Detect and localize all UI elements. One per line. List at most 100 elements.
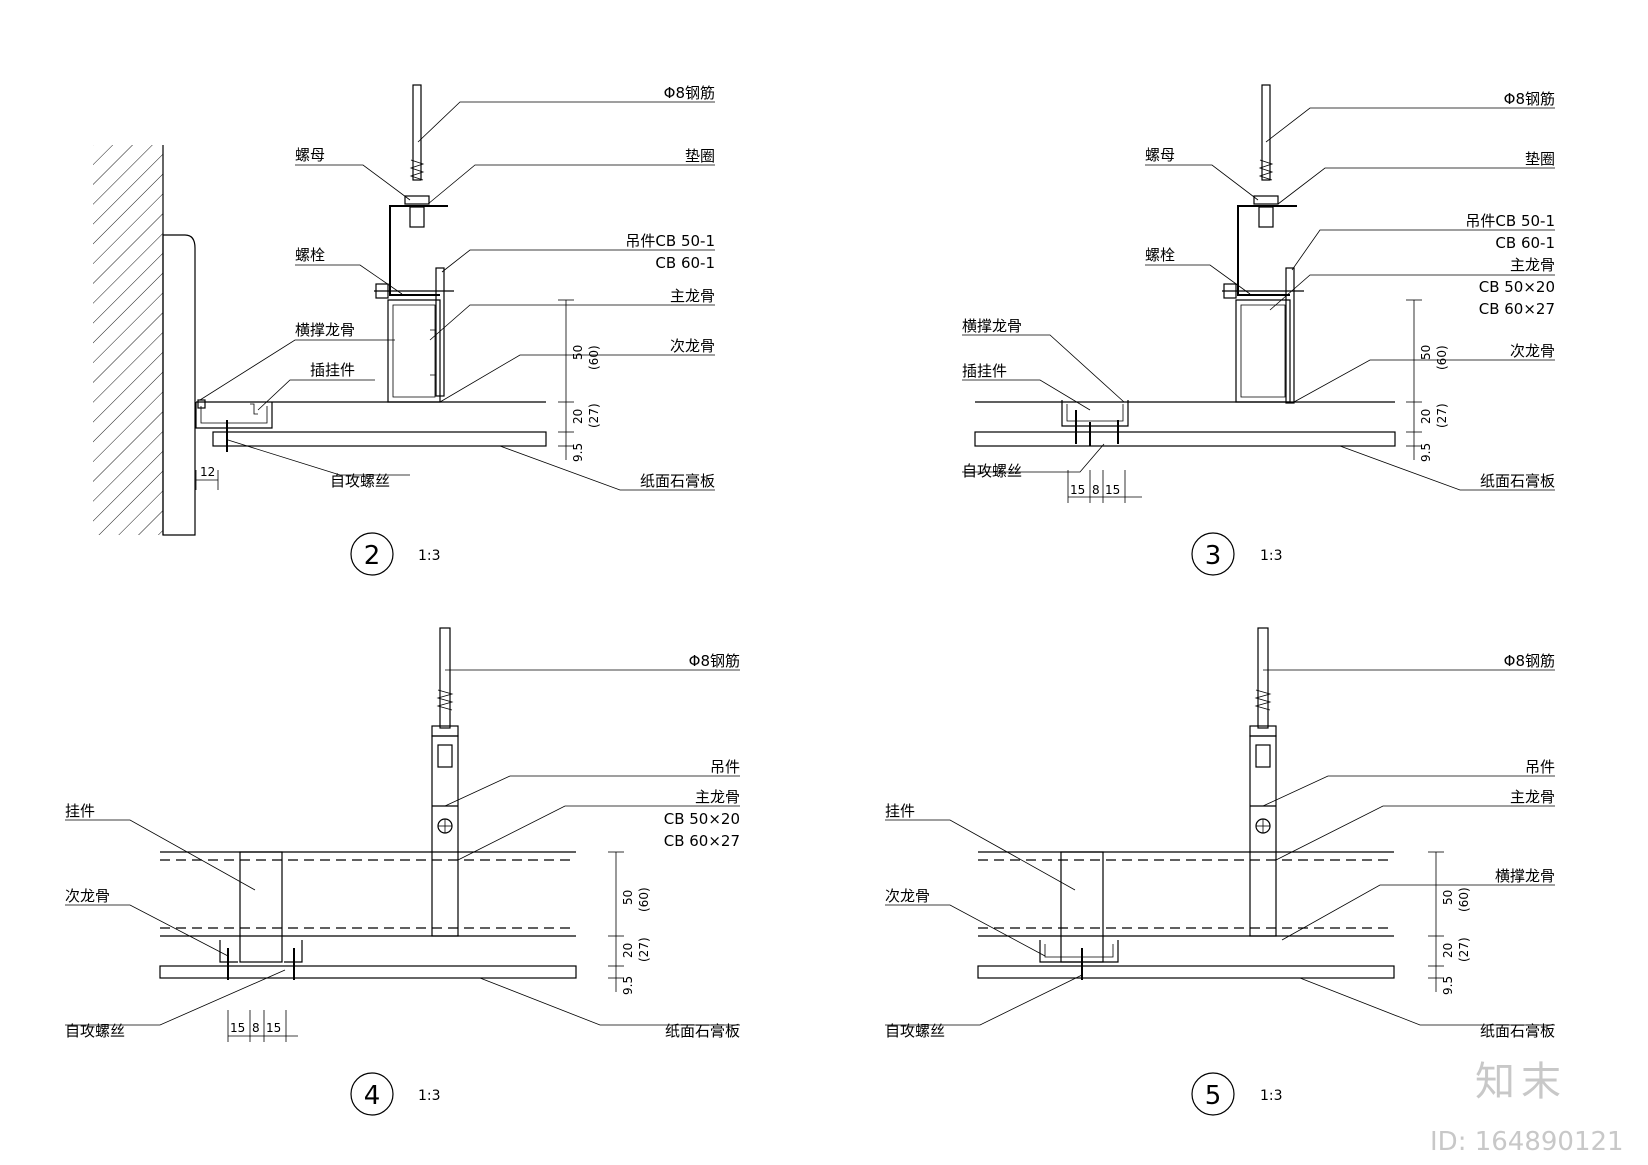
dim-w3: 15 [266,1021,281,1035]
label-hanger-2: CB 60-1 [1495,234,1555,252]
leader-rebar [1265,107,1555,143]
dim-27: (27) [587,403,601,428]
leader-nut [295,164,411,201]
leader-washer [427,164,715,205]
label-gypsum: 纸面石膏板 [1480,1022,1555,1040]
dim-50: 50 [1419,345,1433,360]
dim-12: 12 [200,465,215,479]
label-hanger-1: 吊件CB 50-1 [1465,212,1555,230]
dim-20: 20 [1419,409,1433,424]
detail-scale: 1:3 [418,548,441,564]
label-pendant: 挂件 [885,802,915,820]
detail-number: 4 [364,1081,381,1111]
dim-9-5: 9.5 [571,443,585,462]
dim-20: 20 [1441,943,1455,958]
plaster-layer [162,234,196,536]
dim-9-5: 9.5 [1441,976,1455,995]
leader-screw [65,969,286,1026]
leader-gypsum [1299,977,1555,1026]
gypsum-board-shape [977,965,1395,979]
detail-scale: 1:3 [1260,1088,1283,1104]
leader-sub-keel [65,904,229,957]
rebar-rod [412,84,422,181]
hanger-shape [1249,735,1277,937]
gypsum-board-shape [159,965,577,979]
detail-4: Φ8钢筋 吊件 主龙骨 CB 50×20 CB 60×27 挂件 次龙骨 自攻螺… [65,627,740,1116]
leader-main-keel [429,304,715,341]
detail-number: 2 [364,541,381,571]
label-cross-keel: 横撑龙骨 [962,317,1022,335]
label-rebar: Φ8钢筋 [664,84,715,102]
label-insert-hanger: 插挂件 [962,362,1007,380]
leader-sub-keel [439,354,715,403]
leader-screw [885,974,1083,1026]
hanger-bracket [1237,205,1297,296]
leader-insert [257,379,375,411]
leader-gypsum [479,977,740,1026]
dim-50: 50 [571,345,585,360]
label-hanger: 吊件 [710,758,740,776]
dim-9-5: 9.5 [621,976,635,995]
leader-main-keel [457,805,740,861]
label-cross-keel: 横撑龙骨 [295,321,355,339]
dim-20: 20 [571,409,585,424]
detail-number-circle [1191,1072,1235,1116]
label-gypsum: 纸面石膏板 [1480,472,1555,490]
label-bolt: 螺栓 [1145,246,1175,264]
dim-50: 50 [621,890,635,905]
pendant-shape [239,851,283,963]
leader-main-keel [1275,805,1555,861]
label-cross-keel: 横撑龙骨 [1495,867,1555,885]
label-washer: 垫圈 [685,147,715,165]
detail-scale: 1:3 [1260,548,1283,564]
dim-60: (60) [1435,345,1449,370]
main-keel-shape [387,299,441,403]
detail-5: Φ8钢筋 吊件 主龙骨 横撑龙骨 挂件 次龙骨 自攻螺丝 纸面石膏板 50 (6… [885,627,1555,1116]
rebar-rod [439,627,451,729]
label-main-keel: 主龙骨 [670,287,715,305]
label-hanger: 吊件 [1525,758,1555,776]
hanger-shape [431,735,459,937]
hanger-bracket [389,205,448,296]
detail-2: Φ8钢筋 螺母 垫圈 螺栓 吊件CB 50-1 CB 60-1 主龙骨 横撑龙骨… [93,84,715,576]
label-nut: 螺母 [295,146,325,164]
label-main-spec-1: CB 50×20 [664,810,740,828]
leader-hanger [1262,775,1555,807]
leader-cross-keel [1281,884,1555,941]
dim-9-5: 9.5 [1419,443,1433,462]
label-bolt: 螺栓 [295,246,325,264]
leader-cross-keel [962,334,1125,403]
leader-hanger [444,775,740,807]
leader-gypsum [1339,445,1555,491]
sub-keel-shape [219,940,303,963]
label-gypsum: 纸面石膏板 [640,472,715,490]
leader-hanger [1291,229,1555,271]
label-main-keel: 主龙骨 [1510,788,1555,806]
label-hanger-2: CB 60-1 [655,254,715,272]
dim-50: 50 [1441,890,1455,905]
gypsum-board-shape [974,431,1396,447]
label-gypsum: 纸面石膏板 [665,1022,740,1040]
cross-keel-shape [195,402,273,429]
nut-shape [1253,195,1279,205]
label-hanger-1: 吊件CB 50-1 [625,232,715,250]
label-main-spec-2: CB 60×27 [1479,300,1555,318]
label-main-spec-2: CB 60×27 [664,832,740,850]
nut-shape [404,195,430,205]
leader-screw [227,439,410,476]
label-rebar: Φ8钢筋 [1504,90,1555,108]
label-screw: 自攻螺丝 [65,1022,125,1040]
cross-keel-shape [1061,400,1129,427]
label-screw: 自攻螺丝 [885,1022,945,1040]
detail-number-circle [1191,532,1235,576]
watermark-id: ID: 164890121 [1430,1127,1624,1157]
dim-60: (60) [637,887,651,912]
dim-w2: 8 [252,1021,260,1035]
dim-w3: 15 [1105,483,1120,497]
watermark-brand: 知末 [1475,1059,1567,1105]
rebar-rod [1257,627,1269,729]
label-sub-keel: 次龙骨 [670,337,715,355]
concrete-wall [93,145,163,535]
label-main-keel: 主龙骨 [695,788,740,806]
